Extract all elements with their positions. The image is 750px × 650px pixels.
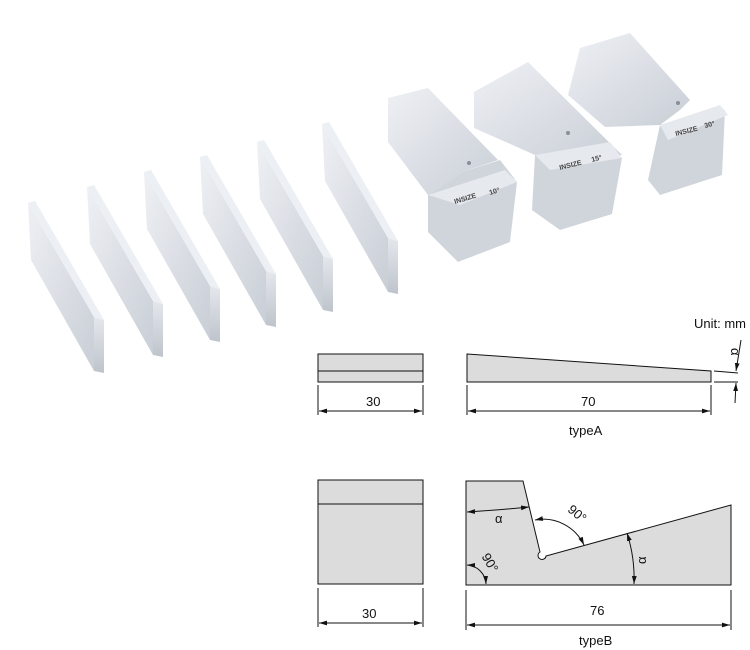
type-b-side-view — [465, 480, 732, 586]
type-b-length: 76 — [590, 603, 604, 618]
type-a-label: typeA — [569, 423, 603, 438]
unit-label: Unit: mm — [694, 316, 746, 331]
technical-drawing: Unit: mm 30 70 typeA α 30 α 90° 90° α 76 — [317, 316, 746, 648]
type-b-right-angle-notch: 90° — [565, 502, 590, 526]
gauge-plate — [257, 140, 333, 312]
block-angle: 10° — [488, 186, 501, 197]
type-b-angle-slope: α — [634, 556, 649, 564]
type-a-angle: α — [728, 348, 743, 356]
type-a-length: 70 — [581, 394, 595, 409]
type-b-width: 30 — [362, 606, 376, 621]
gauge-block-10: INSIZE 10° — [388, 88, 517, 262]
gauge-block-30: INSIZE 30° — [568, 33, 728, 195]
gauge-plate — [322, 122, 398, 294]
type-b-angle-top: α — [495, 511, 503, 526]
type-a-side-view — [466, 353, 712, 383]
type-b-end-view — [317, 479, 424, 585]
type-b-label: typeB — [579, 633, 612, 648]
gauge-plate — [200, 155, 276, 327]
gauge-block-15: INSIZE 15° — [474, 62, 622, 230]
gauge-plates — [28, 122, 398, 373]
gauge-plate — [144, 170, 220, 342]
block-angle: 15° — [591, 154, 603, 164]
type-a-end-view — [317, 353, 424, 383]
type-a-width: 30 — [366, 394, 380, 409]
block-angle: 30° — [704, 120, 716, 130]
gauge-plate — [87, 185, 163, 357]
gauge-plate — [28, 201, 104, 373]
